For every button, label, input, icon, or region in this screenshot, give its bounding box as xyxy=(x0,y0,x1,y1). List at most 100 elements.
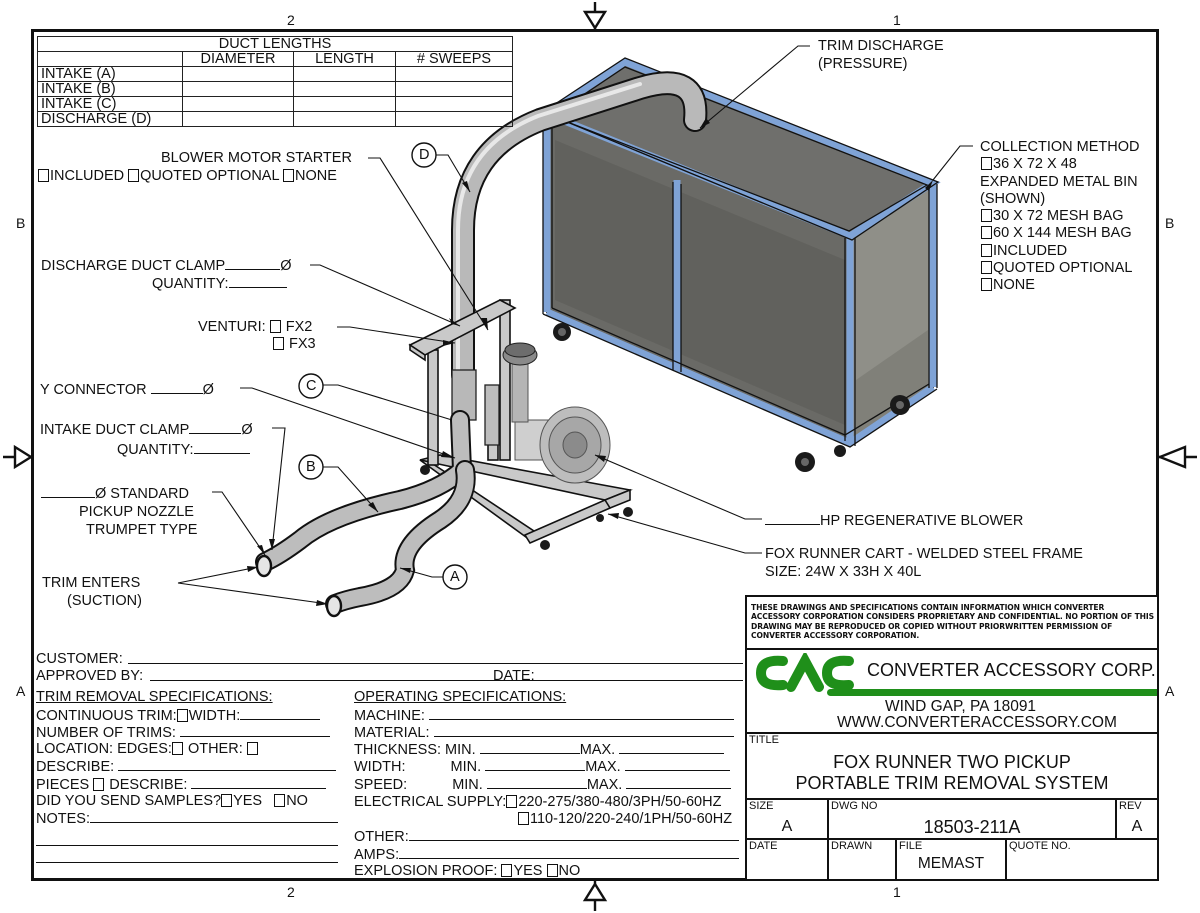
collection-none-checkbox[interactable] xyxy=(981,278,992,291)
cac-logo-icon xyxy=(755,653,854,692)
electrical-3ph-checkbox[interactable] xyxy=(506,795,518,808)
duct-length-cell[interactable] xyxy=(293,66,396,82)
notes-field[interactable] xyxy=(89,810,338,823)
intake-clamp-diameter-field[interactable] xyxy=(189,421,242,434)
explosion-yes-checkbox[interactable] xyxy=(501,864,513,877)
balloon-b: B xyxy=(306,459,316,475)
balloon-circles xyxy=(298,142,468,590)
drawing-title-line1: FOX RUNNER TWO PICKUP xyxy=(833,752,1071,772)
duct-length-cell[interactable] xyxy=(293,81,396,97)
company-address: WIND GAP, PA 18091 xyxy=(885,698,1037,715)
duct-diameter-cell[interactable] xyxy=(182,81,294,97)
starter-included-checkbox[interactable] xyxy=(38,169,49,182)
trim-enters-label: TRIM ENTERS xyxy=(42,575,141,591)
notes-line-4[interactable] xyxy=(36,879,338,880)
operating-heading: OPERATING SPECIFICATIONS: xyxy=(354,689,567,705)
duct-sweeps-cell[interactable] xyxy=(395,81,513,97)
approved-by-field[interactable] xyxy=(150,680,743,681)
collection-bin-checkbox[interactable] xyxy=(981,157,992,170)
blower-hp-field[interactable] xyxy=(765,512,820,525)
balloon-c: C xyxy=(306,378,317,394)
width-min-field[interactable] xyxy=(485,758,586,771)
tb-date-label: DATE xyxy=(749,840,778,852)
collection-quoted-checkbox[interactable] xyxy=(981,261,992,274)
amps-field[interactable] xyxy=(399,846,740,859)
notes-line-2[interactable] xyxy=(36,845,338,846)
zone-left-a: A xyxy=(16,683,26,699)
electrical-row: ELECTRICAL SUPPLY:220-275/380-480/3PH/50… xyxy=(354,794,721,810)
size-value: A xyxy=(781,818,793,835)
trim-width-label: WIDTH: xyxy=(188,708,241,724)
zone-right-a: A xyxy=(1165,683,1175,699)
location-other-label: OTHER: xyxy=(187,741,243,757)
duct-diameter-cell[interactable] xyxy=(182,111,294,127)
venturi-fx2-checkbox[interactable] xyxy=(269,320,281,333)
collection-option-included: INCLUDED xyxy=(981,243,1067,259)
location-edges-checkbox[interactable] xyxy=(171,742,183,755)
speed-label: SPEED: xyxy=(354,777,408,793)
starter-none-checkbox[interactable] xyxy=(283,169,295,182)
width-max-field[interactable] xyxy=(624,758,730,771)
customer-field[interactable] xyxy=(128,663,743,664)
pickup-nozzle-diameter: Ø STANDARD xyxy=(41,485,189,502)
collection-included-checkbox[interactable] xyxy=(981,244,992,257)
speed-max-field[interactable] xyxy=(626,776,732,789)
centering-mark-left xyxy=(3,444,34,470)
material-field[interactable] xyxy=(433,724,734,737)
duct-diameter-cell[interactable] xyxy=(182,96,294,112)
date-label: DATE: xyxy=(493,668,535,684)
intake-clamp-quantity-field[interactable] xyxy=(193,441,250,454)
samples-yes-checkbox[interactable] xyxy=(221,794,233,807)
other-field[interactable] xyxy=(408,828,739,841)
width-max-label: MAX. xyxy=(585,759,621,775)
electrical-1ph-checkbox[interactable] xyxy=(518,812,529,825)
duct-sweeps-cell[interactable] xyxy=(395,111,513,127)
mesh-60-checkbox[interactable] xyxy=(981,226,992,239)
duct-row-label: INTAKE (C) xyxy=(37,96,183,112)
duct-diameter-cell[interactable] xyxy=(182,66,294,82)
location-other-checkbox[interactable] xyxy=(246,742,258,755)
starter-quoted-optional-checkbox[interactable] xyxy=(128,169,140,182)
zone-top-1: 1 xyxy=(893,12,901,28)
samples-no-checkbox[interactable] xyxy=(274,794,286,807)
other-label: OTHER: xyxy=(354,829,409,845)
notes-line-3[interactable] xyxy=(36,862,338,863)
proprietary-notice: THESE DRAWINGS AND SPECIFICATIONS CONTAI… xyxy=(745,595,1159,650)
duct-length-cell[interactable] xyxy=(293,111,396,127)
company-website[interactable]: WWW.CONVERTERACCESSORY.COM xyxy=(837,714,1117,731)
duct-sweeps-cell[interactable] xyxy=(395,66,513,82)
nozzle-diameter-field[interactable] xyxy=(41,485,95,498)
trim-enters-sub: (SUCTION) xyxy=(67,593,142,609)
duct-sweeps-cell[interactable] xyxy=(395,96,513,112)
trim-width-field[interactable] xyxy=(240,707,321,720)
file-value: MEMAST xyxy=(917,855,985,872)
number-of-trims-field[interactable] xyxy=(179,724,330,737)
duct-col-blank xyxy=(37,51,183,67)
zone-bottom-2: 2 xyxy=(287,884,295,900)
title-cell: TITLE FOX RUNNER TWO PICKUP PORTABLE TRI… xyxy=(745,732,1159,800)
thickness-max-field[interactable] xyxy=(619,741,725,754)
pieces-checkbox[interactable] xyxy=(93,778,105,791)
y-connector-diameter-field[interactable] xyxy=(150,381,203,394)
explosion-no-label: NO xyxy=(558,863,581,879)
venturi-fx3-checkbox[interactable] xyxy=(273,337,284,350)
venturi-fx2-label: FX2 xyxy=(285,319,313,335)
number-of-trims-row: NUMBER OF TRIMS: xyxy=(36,724,330,741)
nozzle-line1: Ø STANDARD xyxy=(95,486,189,502)
thickness-min-field[interactable] xyxy=(479,741,580,754)
continuous-trim-checkbox[interactable] xyxy=(176,709,188,722)
describe-field[interactable] xyxy=(118,758,337,771)
dwg-no-cell: DWG NO 18503-211A xyxy=(827,798,1117,840)
speed-min-field[interactable] xyxy=(486,776,587,789)
proprietary-text: THESE DRAWINGS AND SPECIFICATIONS CONTAI… xyxy=(751,603,1155,641)
diameter-symbol: Ø xyxy=(202,382,214,398)
notes-label: NOTES: xyxy=(36,811,90,827)
discharge-clamp-diameter-field[interactable] xyxy=(225,257,281,270)
mesh-30-checkbox[interactable] xyxy=(981,209,992,222)
explosion-no-checkbox[interactable] xyxy=(546,864,558,877)
collection-option-quoted: QUOTED OPTIONAL xyxy=(981,260,1132,276)
machine-field[interactable] xyxy=(428,707,734,720)
pieces-describe-field[interactable] xyxy=(191,776,327,789)
discharge-clamp-quantity-field[interactable] xyxy=(228,275,287,288)
duct-length-cell[interactable] xyxy=(293,96,396,112)
